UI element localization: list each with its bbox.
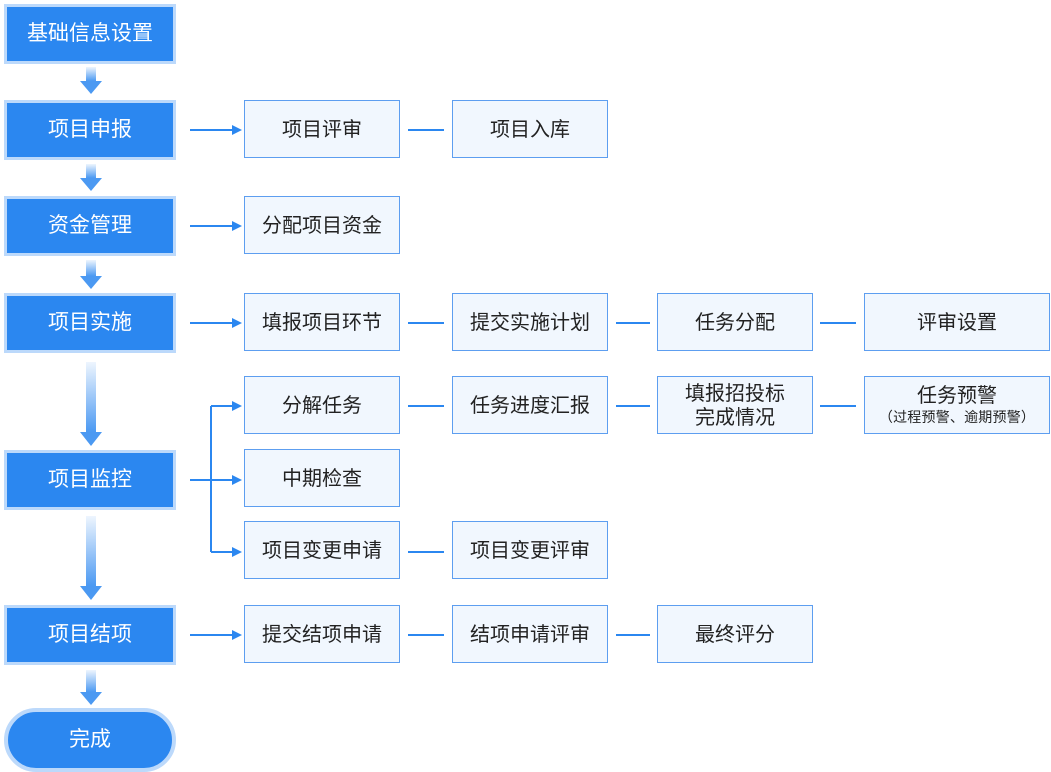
box-label-line: 填报招投标 xyxy=(685,381,785,405)
box-label-line: 完成情况 xyxy=(695,405,775,429)
box-label: 最终评分 xyxy=(695,622,775,646)
down-arrow xyxy=(80,67,102,94)
box-label: 任务预警 xyxy=(917,383,997,408)
box-label: 填报项目环节 xyxy=(262,310,382,334)
step-project-implementation[interactable]: 项目实施 xyxy=(4,293,176,353)
step-label: 项目结项 xyxy=(48,622,132,647)
box-project-storage[interactable]: 项目入库 xyxy=(452,100,608,158)
step-label: 资金管理 xyxy=(48,213,132,238)
down-arrow xyxy=(80,516,102,600)
box-label: 提交实施计划 xyxy=(470,310,590,334)
box-closing-review[interactable]: 结项申请评审 xyxy=(452,605,608,663)
box-label: 任务分配 xyxy=(695,310,775,334)
right-arrow xyxy=(190,318,242,328)
box-midterm-check[interactable]: 中期检查 xyxy=(244,449,400,507)
step-basic-info[interactable]: 基础信息设置 xyxy=(4,4,176,64)
box-review-settings[interactable]: 评审设置 xyxy=(864,293,1050,351)
step-label: 完成 xyxy=(69,727,111,752)
box-label: 项目变更申请 xyxy=(262,538,382,562)
step-project-monitoring[interactable]: 项目监控 xyxy=(4,450,176,510)
box-label: 任务进度汇报 xyxy=(470,393,590,417)
step-label: 项目申报 xyxy=(48,117,132,142)
box-project-review[interactable]: 项目评审 xyxy=(244,100,400,158)
down-arrow xyxy=(80,362,102,446)
box-label: 评审设置 xyxy=(917,310,997,334)
box-change-review[interactable]: 项目变更评审 xyxy=(452,521,608,579)
box-label: 项目变更评审 xyxy=(470,538,590,562)
box-label: 结项申请评审 xyxy=(470,622,590,646)
down-arrow xyxy=(80,260,102,289)
step-complete[interactable]: 完成 xyxy=(4,708,176,772)
box-label: 提交结项申请 xyxy=(262,622,382,646)
box-fill-project-stages[interactable]: 填报项目环节 xyxy=(244,293,400,351)
branch-arrowheads xyxy=(232,401,242,557)
box-allocate-funds[interactable]: 分配项目资金 xyxy=(244,196,400,254)
box-label: 分解任务 xyxy=(282,393,362,417)
box-label: 项目入库 xyxy=(490,117,570,141)
down-arrow xyxy=(80,164,102,191)
box-submit-plan[interactable]: 提交实施计划 xyxy=(452,293,608,351)
right-arrow xyxy=(190,221,242,231)
step-label: 项目监控 xyxy=(48,467,132,492)
step-project-declaration[interactable]: 项目申报 xyxy=(4,100,176,160)
box-label: 分配项目资金 xyxy=(262,213,382,237)
box-task-assignment[interactable]: 任务分配 xyxy=(657,293,813,351)
step-project-closing[interactable]: 项目结项 xyxy=(4,605,176,665)
step-fund-management[interactable]: 资金管理 xyxy=(4,196,176,256)
box-note: （过程预警、逾期预警） xyxy=(878,410,1036,427)
step-label: 基础信息设置 xyxy=(27,21,153,46)
dash-connectors xyxy=(408,129,856,636)
box-bidding-status[interactable]: 填报招投标 完成情况 xyxy=(657,376,813,434)
box-submit-closing[interactable]: 提交结项申请 xyxy=(244,605,400,663)
box-label: 项目评审 xyxy=(282,117,362,141)
box-progress-report[interactable]: 任务进度汇报 xyxy=(452,376,608,434)
box-label: 中期检查 xyxy=(282,466,362,490)
branch-connector xyxy=(190,405,232,553)
box-final-score[interactable]: 最终评分 xyxy=(657,605,813,663)
box-task-warning[interactable]: 任务预警 （过程预警、逾期预警） xyxy=(864,376,1050,434)
step-label: 项目实施 xyxy=(48,310,132,335)
down-arrow xyxy=(80,670,102,705)
right-arrow xyxy=(190,125,242,135)
box-decompose-tasks[interactable]: 分解任务 xyxy=(244,376,400,434)
box-change-request[interactable]: 项目变更申请 xyxy=(244,521,400,579)
right-arrow xyxy=(190,630,242,640)
